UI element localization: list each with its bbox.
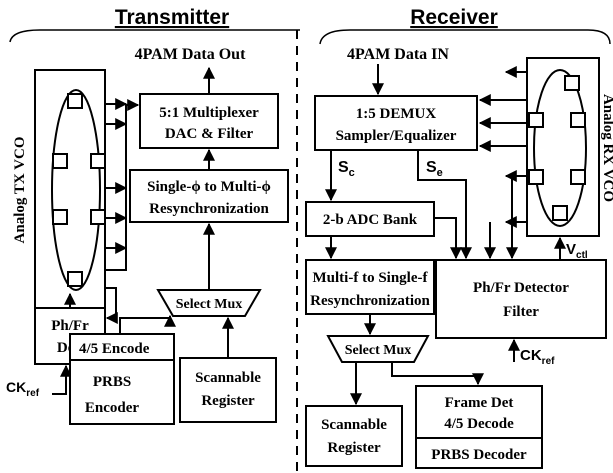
rx-frame-line2: 4/5 Decode	[444, 416, 514, 432]
receiver-title: Receiver	[410, 6, 498, 29]
tx-encode-to-selmux	[119, 314, 176, 334]
tx-vco-cell-5	[90, 209, 106, 225]
rx-resync-line2: Resynchronization	[310, 293, 430, 309]
tx-encode-label: 4/5 Encode	[79, 341, 150, 357]
rx-adc-label: 2-b ADC Bank	[323, 212, 418, 228]
rx-phfr-line2: Filter	[503, 304, 539, 320]
tx-scan-line1: Scannable	[195, 370, 261, 386]
tx-vco-cell-2	[52, 153, 68, 169]
rx-select-mux-label: Select Mux	[345, 343, 411, 358]
tx-encode-box	[69, 333, 175, 425]
transmitter-brace	[9, 29, 300, 43]
transmitter-title: Transmitter	[115, 6, 229, 29]
rx-frame-line1: Frame Det	[445, 395, 514, 411]
tx-prbs-line1: PRBS	[93, 374, 131, 390]
tx-vco-cell-6	[67, 271, 83, 287]
rx-adc-to-phfr	[434, 217, 462, 260]
tx-ckref-label: CKref	[6, 379, 40, 399]
tx-phfr-line1: Ph/Fr	[51, 318, 89, 334]
rx-phfr-line1: Ph/Fr Detector	[473, 280, 569, 296]
rx-resync-line1: Multi-f to Single-f	[313, 270, 429, 286]
tx-vco-cell-1	[67, 93, 83, 109]
tx-mux-line1: 5:1 Multiplexer	[159, 105, 259, 121]
rx-vco-cell-1	[564, 75, 580, 91]
rx-vctl-label: Vctl	[566, 241, 588, 261]
rx-vco-cell-4	[528, 169, 544, 185]
rx-scan-line1: Scannable	[321, 417, 387, 433]
receiver-brace	[319, 29, 611, 45]
rx-vco-ring	[533, 69, 587, 227]
tx-resync-line2: Resynchronization	[149, 201, 269, 217]
tx-vco-label: Analog TX VCO	[12, 137, 28, 244]
rx-prbs-label: PRBS Decoder	[431, 447, 527, 463]
rx-adc-box	[305, 201, 435, 237]
tx-select-mux-label: Select Mux	[176, 297, 242, 312]
rx-se-arrow	[417, 150, 472, 260]
tx-mux-line2: DAC & Filter	[165, 126, 254, 142]
tx-ckref-arrow	[52, 364, 72, 395]
rx-scan-line2: Register	[327, 440, 381, 456]
rx-select-mux	[326, 335, 430, 363]
tx-vco-to-phfr	[105, 287, 118, 324]
rx-data-in-label: 4PAM Data IN	[347, 46, 449, 63]
rx-se-label: Se	[426, 159, 443, 179]
tx-scan-line2: Register	[201, 393, 255, 409]
rx-scan-box	[305, 405, 403, 467]
rx-ckref-label: CKref	[520, 347, 555, 367]
tx-scan-box	[179, 357, 277, 423]
rx-demux-box	[314, 95, 478, 151]
rx-vco-cell-2	[528, 112, 544, 128]
tx-vco-ring	[51, 89, 101, 291]
rx-vco-cell-6	[552, 205, 568, 221]
tx-data-out-label: 4PAM Data Out	[135, 46, 246, 63]
rx-demux-line1: 1:5 DEMUX	[356, 106, 437, 122]
rx-frame-box	[415, 385, 543, 469]
tx-vco-cell-4	[52, 209, 68, 225]
tx-vco-cell-3	[90, 153, 106, 169]
rx-sc-label: Sc	[338, 159, 355, 179]
rx-vco-cell-3	[570, 112, 586, 128]
tx-mux-dac-box	[139, 93, 279, 149]
tx-resync-box	[129, 169, 289, 223]
rx-vco-cell-5	[570, 169, 586, 185]
tx-resync-line1: Single-ϕ to Multi-ϕ	[147, 179, 271, 195]
tx-vco-to-mux	[105, 99, 140, 271]
tx-select-mux	[156, 289, 262, 317]
rx-vco-label: Analog RX VCO	[600, 94, 613, 202]
rx-selmux-to-frame	[391, 362, 484, 386]
rx-demux-line2: Sampler/Equalizer	[336, 128, 457, 144]
tx-prbs-line2: Encoder	[85, 400, 140, 416]
rx-phfr-box	[435, 259, 607, 339]
